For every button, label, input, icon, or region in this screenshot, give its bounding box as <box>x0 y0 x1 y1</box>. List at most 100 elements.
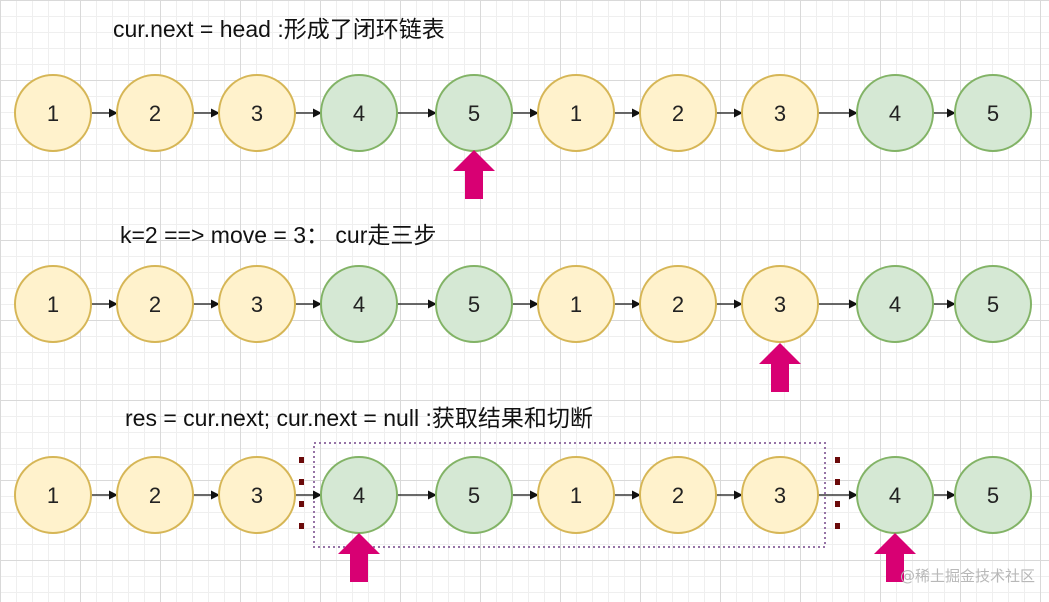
cur-pointer-arrow <box>338 533 380 582</box>
cur-pointer-arrow <box>759 343 801 392</box>
node-label: 3 <box>774 292 786 317</box>
cur-pointer-arrow <box>453 150 495 199</box>
node-label: 2 <box>672 483 684 508</box>
list-node: 3 <box>741 265 819 343</box>
node-label: 5 <box>987 483 999 508</box>
list-node: 2 <box>639 74 717 152</box>
selection-handle <box>299 523 304 529</box>
watermark: @稀土掘金技术社区 <box>899 567 1035 585</box>
step-caption-cut: res = cur.next; cur.next = null :获取结果和切断 <box>125 405 593 431</box>
node-circle <box>320 74 398 152</box>
node-circle <box>116 74 194 152</box>
node-circle <box>741 74 819 152</box>
node-label: 5 <box>468 292 480 317</box>
node-circle <box>639 74 717 152</box>
node-label: 4 <box>889 483 901 508</box>
step-caption-cycle: cur.next = head :形成了闭环链表 <box>113 16 445 42</box>
selection-handle <box>299 479 304 485</box>
list-node: 1 <box>14 74 92 152</box>
list-node: 4 <box>856 265 934 343</box>
list-node: 3 <box>741 74 819 152</box>
node-label: 5 <box>987 292 999 317</box>
selection-handle <box>835 501 840 507</box>
selection-handle <box>835 457 840 463</box>
node-label: 5 <box>987 101 999 126</box>
node-circle <box>537 265 615 343</box>
node-label: 4 <box>889 292 901 317</box>
list-node: 4 <box>320 74 398 152</box>
selection-box <box>313 442 826 548</box>
node-label: 2 <box>672 292 684 317</box>
list-node: 1 <box>537 265 615 343</box>
node-circle <box>639 456 717 534</box>
node-label: 2 <box>149 483 161 508</box>
list-node: 3 <box>741 456 819 534</box>
list-node: 5 <box>435 74 513 152</box>
selection-handle <box>835 523 840 529</box>
node-label: 2 <box>149 101 161 126</box>
node-circle <box>116 456 194 534</box>
list-node: 5 <box>954 456 1032 534</box>
node-circle <box>435 265 513 343</box>
node-circle <box>537 456 615 534</box>
list-node: 5 <box>954 74 1032 152</box>
node-label: 3 <box>774 483 786 508</box>
step-caption-move: k=2 ==> move = 3： cur走三步 <box>120 222 437 248</box>
node-circle <box>14 456 92 534</box>
node-circle <box>218 74 296 152</box>
node-label: 3 <box>774 101 786 126</box>
node-label: 3 <box>251 101 263 126</box>
node-circle <box>116 265 194 343</box>
cur-pointer-arrow <box>874 533 916 582</box>
node-label: 4 <box>353 101 365 126</box>
node-label: 1 <box>570 101 582 126</box>
list-node: 1 <box>14 456 92 534</box>
node-circle <box>741 456 819 534</box>
node-circle <box>320 265 398 343</box>
list-node: 5 <box>435 456 513 534</box>
node-label: 2 <box>149 292 161 317</box>
list-node: 1 <box>537 74 615 152</box>
list-node: 3 <box>218 265 296 343</box>
node-circle <box>218 456 296 534</box>
list-node: 4 <box>856 74 934 152</box>
node-label: 1 <box>47 292 59 317</box>
node-circle <box>954 456 1032 534</box>
node-label: 3 <box>251 483 263 508</box>
list-node: 3 <box>218 456 296 534</box>
node-circle <box>741 265 819 343</box>
node-circle <box>14 265 92 343</box>
node-label: 4 <box>353 483 365 508</box>
list-node: 5 <box>435 265 513 343</box>
node-label: 4 <box>889 101 901 126</box>
node-circle <box>856 74 934 152</box>
node-circle <box>537 74 615 152</box>
selection-handle <box>299 457 304 463</box>
selection-handle <box>835 479 840 485</box>
node-label: 1 <box>47 483 59 508</box>
selection-handle <box>299 501 304 507</box>
list-node: 4 <box>856 456 934 534</box>
list-node: 5 <box>954 265 1032 343</box>
node-label: 1 <box>47 101 59 126</box>
node-circle <box>14 74 92 152</box>
node-circle <box>435 456 513 534</box>
node-label: 4 <box>353 292 365 317</box>
list-node: 2 <box>116 74 194 152</box>
list-node: 1 <box>537 456 615 534</box>
list-node: 2 <box>639 456 717 534</box>
node-circle <box>856 265 934 343</box>
list-node: 3 <box>218 74 296 152</box>
node-circle <box>954 74 1032 152</box>
list-node: 1 <box>14 265 92 343</box>
node-label: 1 <box>570 483 582 508</box>
node-label: 5 <box>468 101 480 126</box>
list-node: 2 <box>116 456 194 534</box>
node-label: 2 <box>672 101 684 126</box>
list-node: 4 <box>320 456 398 534</box>
node-circle <box>954 265 1032 343</box>
node-label: 3 <box>251 292 263 317</box>
node-label: 1 <box>570 292 582 317</box>
list-node: 2 <box>639 265 717 343</box>
